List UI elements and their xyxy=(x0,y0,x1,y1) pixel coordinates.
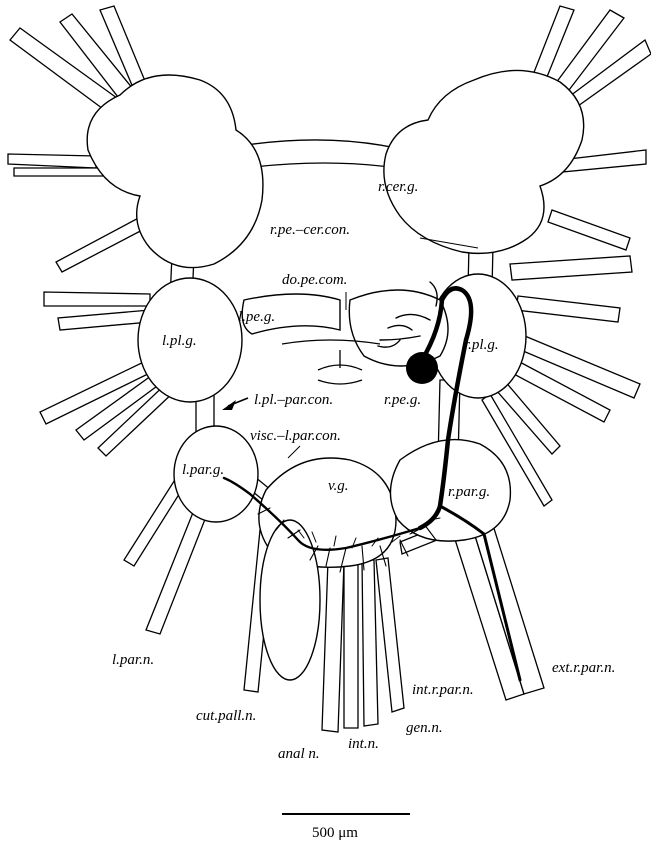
label-int-n: int.n. xyxy=(348,736,379,752)
label-ext-r-par-n: ext.r.par.n. xyxy=(552,660,615,676)
right-cerebral-ganglion xyxy=(384,70,584,253)
label-visc-l-par-con: visc.–l.par.con. xyxy=(250,428,341,444)
label-l-par-n: l.par.n. xyxy=(112,652,154,668)
label-r-pe-cer-con: r.pe.–cer.con. xyxy=(270,222,350,238)
label-r-cer-g: r.cer.g. xyxy=(378,179,418,195)
scale-bar: 500 μm xyxy=(282,814,410,841)
label-int-r-par-n: int.r.par.n. xyxy=(412,682,474,698)
label-cut-pall-n: cut.pall.n. xyxy=(196,708,256,724)
label-do-pe-com: do.pe.com. xyxy=(282,272,347,288)
label-l-pl-g: l.pl.g. xyxy=(162,333,197,349)
right-pedal-ganglion xyxy=(349,290,448,366)
label-r-pl-g: r.pl.g. xyxy=(464,337,499,353)
label-r-par-g: r.par.g. xyxy=(448,484,490,500)
label-anal-n: anal n. xyxy=(278,746,320,762)
label-l-pe-g: l.pe.g. xyxy=(238,309,275,325)
pallial-lobe xyxy=(260,520,320,680)
label-r-pe-g: r.pe.g. xyxy=(384,392,421,408)
label-v-g: v.g. xyxy=(328,478,349,494)
label-gen-n: gen.n. xyxy=(406,720,443,736)
label-l-pl-par-con: l.pl.–par.con. xyxy=(254,392,333,408)
scale-bar-label: 500 μm xyxy=(312,825,358,841)
label-l-par-g: l.par.g. xyxy=(182,462,224,478)
